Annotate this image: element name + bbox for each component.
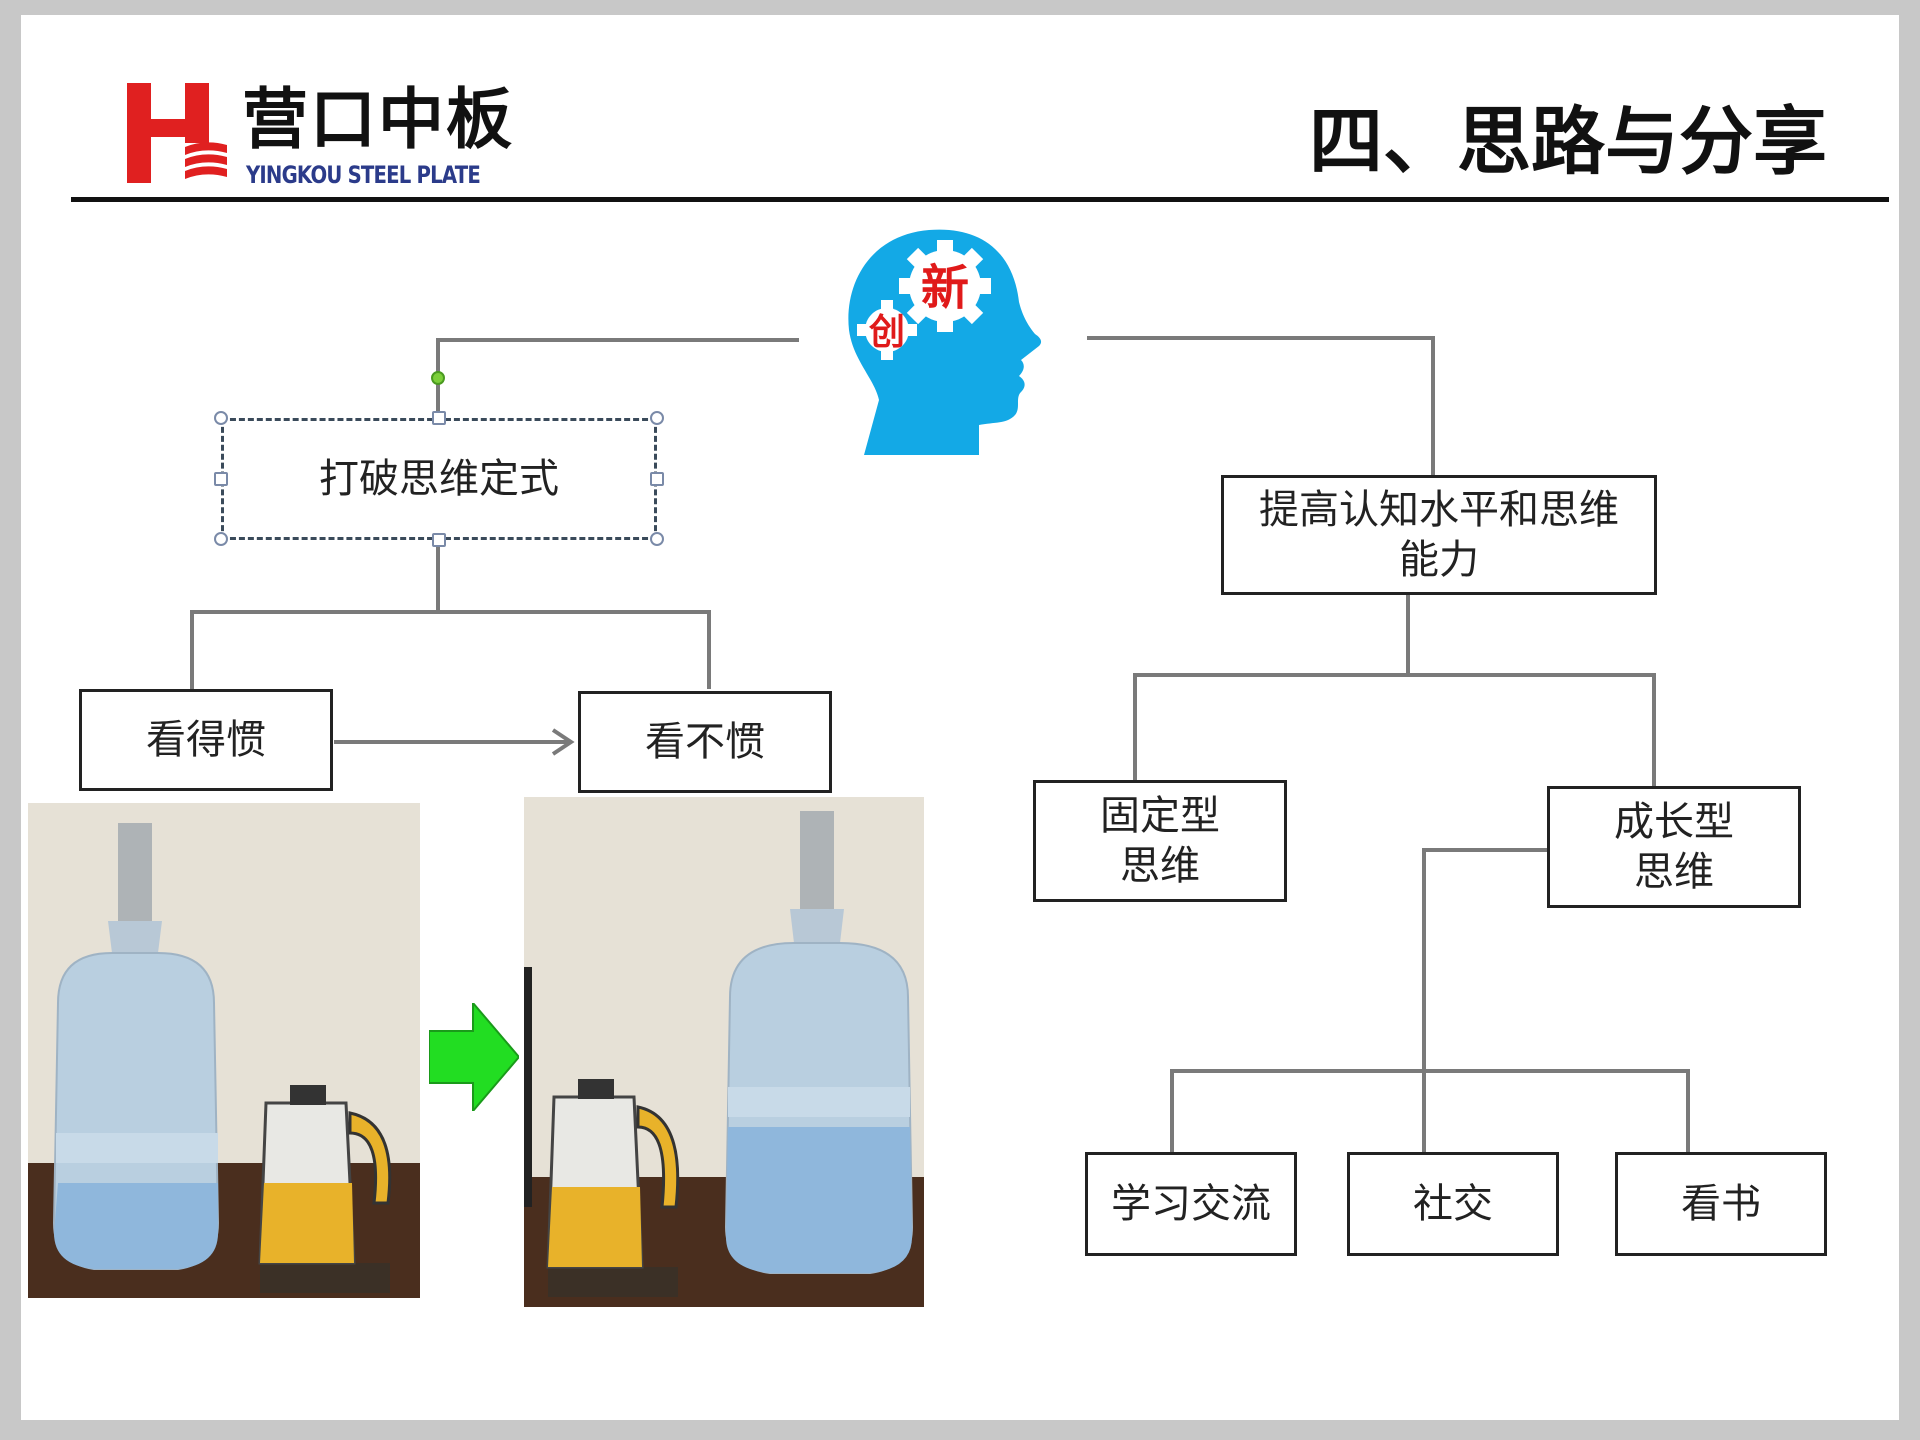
selection-handle[interactable] (432, 411, 446, 425)
logo-chinese-name: 营口中板 (242, 81, 514, 158)
node-break-mindset[interactable]: 打破思维定式 (221, 418, 657, 540)
node-label: 看不惯 (645, 719, 765, 765)
node-socializing[interactable]: 社交 (1347, 1152, 1559, 1256)
water-bottle-dispenser-photo (28, 803, 420, 1298)
selection-handle[interactable] (650, 532, 664, 546)
innovation-char-2: 新 (921, 260, 969, 316)
selection-handle[interactable] (214, 472, 228, 486)
selection-handle[interactable] (650, 411, 664, 425)
logo-english-name: YINGKOU STEEL PLATE (246, 161, 481, 189)
selection-handle[interactable] (214, 532, 228, 546)
node-label: 看书 (1681, 1181, 1761, 1227)
node-label: 提高认知水平和思维能力 (1259, 487, 1619, 583)
node-label: 成长型思维 (1614, 799, 1734, 895)
green-right-arrow-icon (429, 1003, 519, 1111)
connector-lines (190, 336, 1690, 1152)
header-divider (71, 197, 1889, 202)
company-logo-icon (127, 83, 227, 183)
selection-handle[interactable] (432, 533, 446, 547)
node-accustomed[interactable]: 看得惯 (79, 689, 333, 791)
innovation-char-1: 创 (869, 312, 905, 353)
slide: 营口中板 YINGKOU STEEL PLATE 四、思路与分享 (21, 15, 1899, 1420)
selection-handle[interactable] (214, 411, 228, 425)
node-growth-mindset[interactable]: 成长型思维 (1547, 786, 1801, 908)
node-label: 固定型思维 (1100, 793, 1220, 889)
rotation-handle[interactable] (431, 371, 445, 385)
node-not-accustomed[interactable]: 看不惯 (578, 691, 832, 793)
water-bottle-dispenser-photo (524, 797, 924, 1307)
node-improve-cognition[interactable]: 提高认知水平和思维能力 (1221, 475, 1657, 595)
selection-handle[interactable] (650, 472, 664, 486)
node-study-exchange[interactable]: 学习交流 (1085, 1152, 1297, 1256)
node-label: 社交 (1413, 1181, 1493, 1227)
page-title: 四、思路与分享 (1309, 99, 1827, 185)
node-fixed-mindset[interactable]: 固定型思维 (1033, 780, 1287, 902)
node-label: 打破思维定式 (319, 456, 559, 502)
head-profile-icon: 新 创 (848, 229, 1042, 455)
node-label: 学习交流 (1111, 1181, 1271, 1227)
node-label: 看得惯 (146, 717, 266, 763)
node-reading[interactable]: 看书 (1615, 1152, 1827, 1256)
